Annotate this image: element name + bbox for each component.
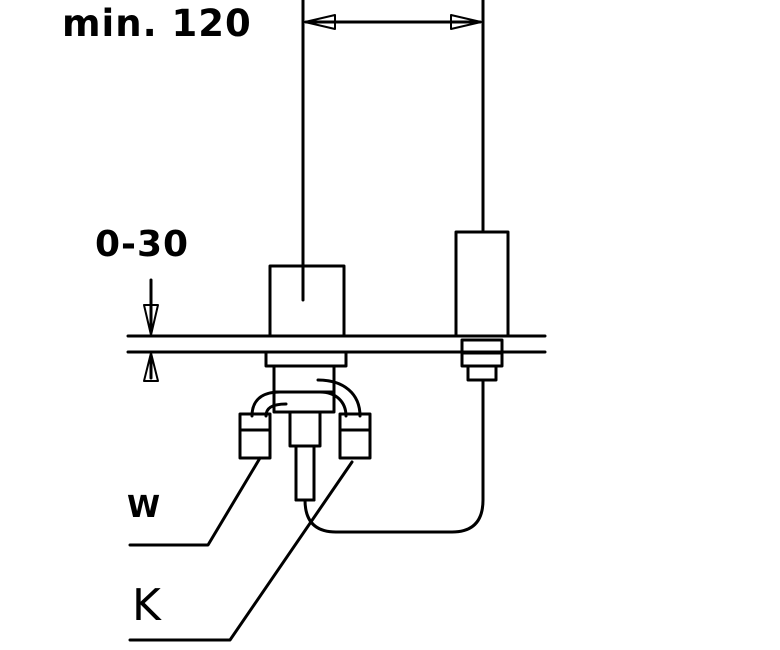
- dimension-label-0-30: 0-30: [95, 224, 190, 265]
- spout-return-pipe: [303, 378, 485, 534]
- connector-center: [288, 410, 322, 448]
- dimension-arrow-right: [450, 14, 482, 30]
- connector-left: [238, 412, 272, 460]
- spout-connector: [466, 364, 498, 382]
- dimension-arrow-left: [304, 14, 336, 30]
- hose-left: [250, 390, 282, 418]
- label-k: K: [132, 580, 161, 631]
- thickness-arrow-top: [143, 304, 159, 336]
- dimension-label-min-120: min. 120: [62, 2, 252, 45]
- thickness-arrow-bottom: [143, 352, 159, 382]
- hose-right: [316, 378, 362, 418]
- label-w: W: [127, 490, 161, 525]
- leader-line-w: [128, 456, 262, 547]
- spout-body: [454, 230, 510, 338]
- mixer-body: [268, 264, 346, 338]
- connector-right: [338, 412, 372, 460]
- mixer-flange: [264, 350, 348, 368]
- leader-line-k: [128, 460, 354, 642]
